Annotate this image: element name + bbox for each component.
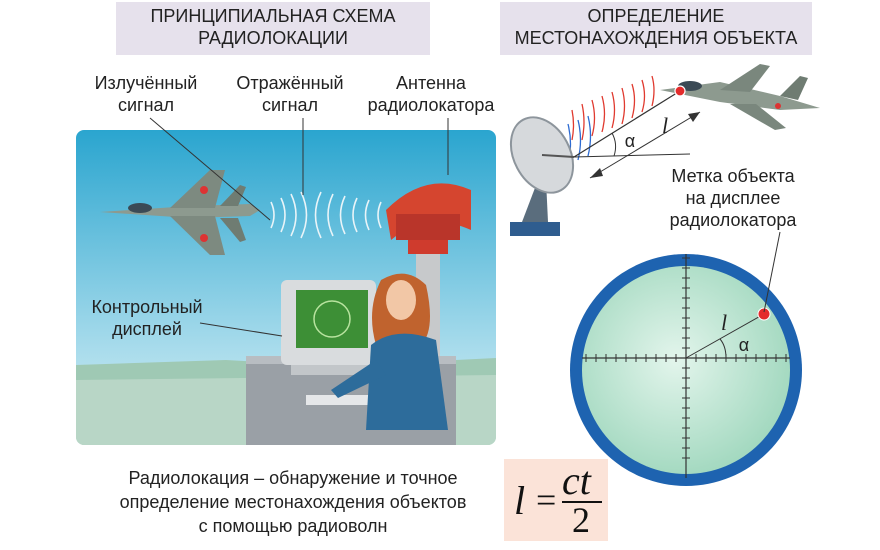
header-right-line1: ОПРЕДЕЛЕНИЕ [587, 6, 725, 26]
definition-text: Радиолокация – обнаружение и точное опре… [98, 466, 488, 538]
label-control-display: Контрольный дисплей [76, 296, 218, 340]
label-display-line1: Контрольный [91, 297, 203, 317]
formula-lhs: l [514, 478, 526, 523]
red-waves [571, 75, 655, 141]
control-monitor [281, 280, 376, 375]
label-reflected-line2: сигнал [261, 95, 319, 115]
operator [331, 273, 448, 430]
symbol-distance-top: l [661, 113, 669, 138]
header-left: ПРИНЦИПИАЛЬНАЯ СХЕМА РАДИОЛОКАЦИИ [116, 2, 430, 55]
definition-line2: определение местонахождения объектов [119, 492, 467, 512]
header-left-line2: РАДИОЛОКАЦИИ [198, 28, 348, 48]
label-reflected-line1: Отражённый [236, 73, 344, 93]
label-marker-line2: на дисплее [685, 188, 781, 208]
symbol-distance-screen: l [720, 310, 728, 335]
label-emitted-line2: сигнал [117, 95, 175, 115]
radar-scene [76, 130, 496, 445]
radar-dish [509, 116, 575, 236]
symbol-angle-top: α [624, 131, 636, 151]
formula-denominator: 2 [572, 500, 590, 540]
fighter-jet-right [660, 64, 820, 130]
label-emitted-line1: Излучённый [94, 73, 198, 93]
label-reflected-signal: Отражённый сигнал [224, 72, 356, 116]
location-illustration [509, 64, 820, 236]
label-display-line2: дисплей [112, 319, 182, 339]
formula-box: l = ct 2 [504, 458, 608, 541]
label-emitted-signal: Излучённый сигнал [84, 72, 208, 116]
formula-numerator: ct [562, 458, 591, 503]
label-antenna-line1: Антенна [396, 73, 466, 93]
header-right: ОПРЕДЕЛЕНИЕ МЕСТОНАХОЖДЕНИЯ ОБЪЕКТА [500, 2, 812, 55]
definition-line1: Радиолокация – обнаружение и точное [128, 468, 458, 488]
label-target-marker: Метка объекта на дисплее радиолокатора [652, 165, 814, 231]
definition-line3: с помощью радиоволн [198, 516, 388, 536]
signal-waves [270, 191, 382, 239]
label-antenna: Антенна радиолокатора [356, 72, 506, 116]
label-marker-line1: Метка объекта [671, 166, 795, 186]
formula-fraction-bar [562, 501, 602, 503]
symbol-angle-screen: α [738, 335, 750, 355]
label-antenna-line2: радиолокатора [367, 95, 495, 115]
header-right-line2: МЕСТОНАХОЖДЕНИЯ ОБЪЕКТА [514, 28, 798, 48]
radar-display [570, 254, 802, 486]
label-marker-line3: радиолокатора [669, 210, 797, 230]
formula-equals: = [536, 480, 557, 520]
radar-scene-illustration [76, 130, 496, 445]
header-left-line1: ПРИНЦИПИАЛЬНАЯ СХЕМА [150, 6, 396, 26]
